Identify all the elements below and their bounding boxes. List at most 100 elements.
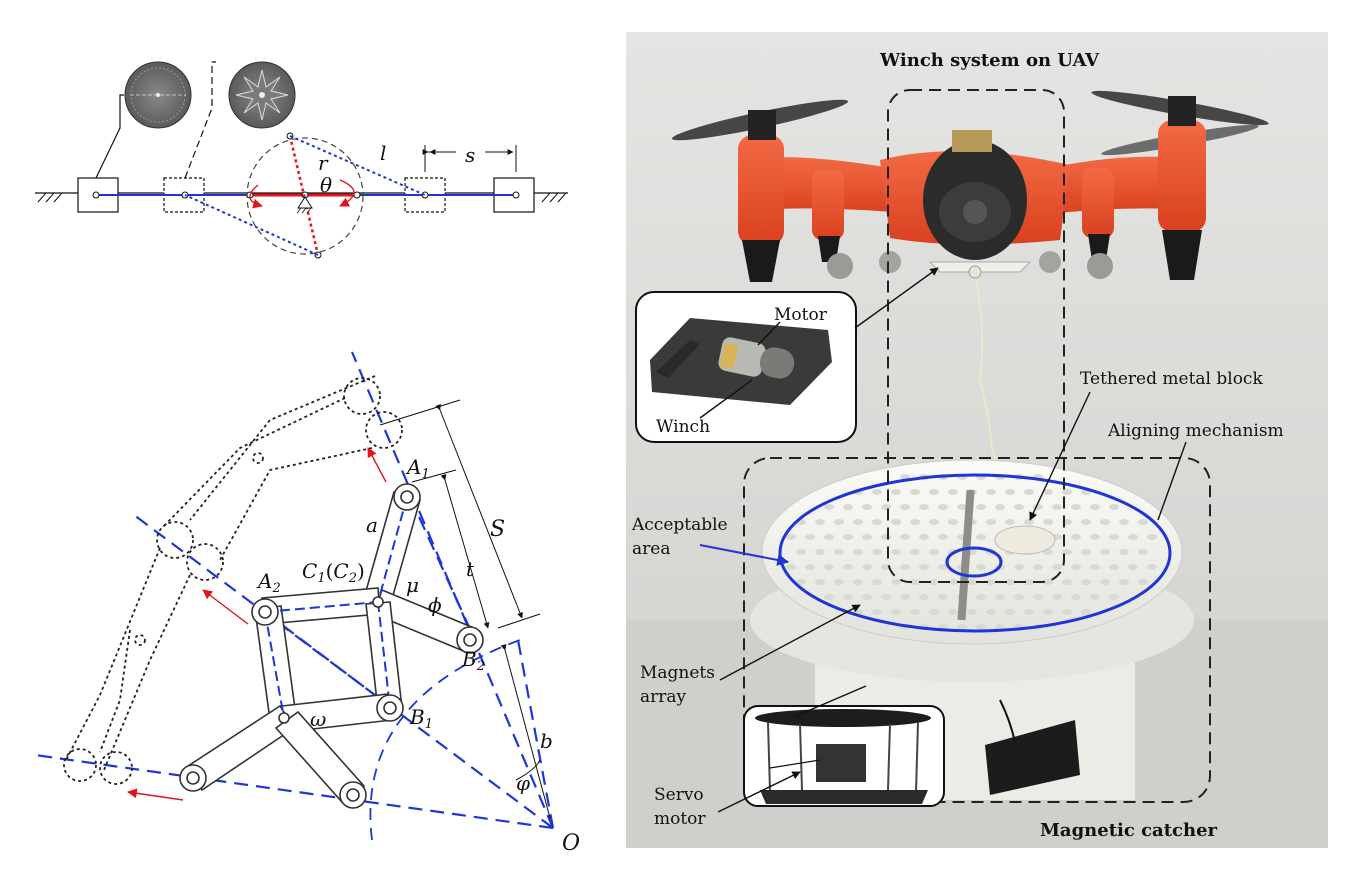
magnet-dot — [1071, 534, 1081, 540]
magnet-dot — [948, 489, 958, 495]
magnet-dot — [881, 534, 891, 540]
magnet-dot — [1052, 564, 1062, 570]
magnet-dot — [824, 504, 834, 510]
magnet-dot — [843, 504, 853, 510]
magnet-dot — [995, 504, 1005, 510]
magnet-dot — [872, 549, 882, 555]
magnet-dot — [1081, 519, 1091, 525]
magnet-dot — [976, 534, 986, 540]
magnet-dot — [862, 564, 872, 570]
magnet-dot — [843, 564, 853, 570]
label-s: s — [465, 143, 475, 167]
magnet-dot — [872, 609, 882, 615]
title-magnetic-catcher: Magnetic catcher — [1040, 820, 1218, 841]
magnet-dot — [872, 519, 882, 525]
magnet-dot — [995, 594, 1005, 600]
magnet-dot — [891, 579, 901, 585]
magnet-dot — [853, 579, 863, 585]
magnet-dot — [938, 504, 948, 510]
magnet-dot — [1147, 534, 1157, 540]
magnet-dot — [1024, 579, 1034, 585]
label-tethered-block: Tethered metal block — [1080, 369, 1263, 389]
magnet-dot — [853, 519, 863, 525]
label-acceptable-area-1: Acceptable — [631, 515, 728, 535]
magnet-dot — [1109, 534, 1119, 540]
magnet-dot — [891, 489, 901, 495]
magnet-dot — [919, 504, 929, 510]
label-acceptable-area-2: area — [632, 539, 670, 559]
magnet-dot — [929, 549, 939, 555]
magnet-dot — [929, 489, 939, 495]
magnet-dot — [919, 594, 929, 600]
magnet-dot — [1052, 594, 1062, 600]
crank-circle — [246, 137, 364, 255]
magnet-dot — [1090, 564, 1100, 570]
magnet-dot — [1024, 609, 1034, 615]
magnet-dot — [1043, 489, 1053, 495]
magnet-dot — [1062, 549, 1072, 555]
top-slider-mechanism: r l θ s — [35, 61, 568, 259]
magnet-dot — [1128, 534, 1138, 540]
magnet-dot — [1024, 489, 1034, 495]
label-varphi: φ — [516, 771, 530, 795]
magnet-dot — [976, 594, 986, 600]
magnet-dot — [1005, 519, 1015, 525]
magnet-dot — [843, 594, 853, 600]
label-C: C1(C2) — [302, 559, 365, 586]
magnetic-catcher-box — [743, 457, 1211, 803]
aligning-linkage-diagram: A1 A2 C1(C2) B2 B1 a μ ϕ S t ω φ b O — [34, 351, 580, 856]
magnet-dot — [1005, 609, 1015, 615]
magnet-dot — [1062, 609, 1072, 615]
magnet-dot — [824, 594, 834, 600]
winch-system-box — [887, 89, 1065, 583]
label-a: a — [366, 513, 378, 537]
magnet-dot — [1138, 519, 1148, 525]
magnet-dot — [938, 594, 948, 600]
label-phi-upper: ϕ — [428, 593, 442, 617]
magnet-dot — [986, 519, 996, 525]
magnet-dot — [891, 519, 901, 525]
magnet-dot — [910, 549, 920, 555]
magnet-dot — [1090, 594, 1100, 600]
magnet-dot — [872, 489, 882, 495]
label-B2: B2 — [461, 647, 485, 674]
magnet-dot — [805, 564, 815, 570]
uav-drone — [671, 90, 1269, 501]
ground-hatch-icon — [37, 192, 567, 203]
magnet-dot — [891, 549, 901, 555]
magnet-dot — [938, 564, 948, 570]
magnet-dot — [976, 564, 986, 570]
magnet-dot — [1147, 564, 1157, 570]
magnet-dot — [1109, 594, 1119, 600]
magnet-dot — [796, 579, 806, 585]
magnet-dot — [900, 594, 910, 600]
magnet-dot — [910, 489, 920, 495]
magnet-dot — [1033, 594, 1043, 600]
magnet-dot — [1014, 594, 1024, 600]
photo-panel: Motor Winch Winch system on — [626, 32, 1328, 848]
label-l: l — [380, 141, 386, 165]
magnet-dot — [976, 504, 986, 510]
magnet-dot — [824, 564, 834, 570]
magnet-dot — [995, 624, 1005, 630]
label-aligning-mechanism: Aligning mechanism — [1107, 421, 1284, 441]
magnet-dot — [1043, 579, 1053, 585]
magnet-dot — [1109, 564, 1119, 570]
magnet-dot — [900, 504, 910, 510]
magnet-dot — [815, 519, 825, 525]
magnet-dot — [910, 609, 920, 615]
magnet-dot — [1119, 549, 1129, 555]
magnet-dot — [948, 519, 958, 525]
magnet-dot — [891, 609, 901, 615]
label-A1: A1 — [405, 455, 430, 482]
magnet-dot — [967, 609, 977, 615]
magnet-dot — [1071, 594, 1081, 600]
label-omega: ω — [310, 707, 326, 731]
magnet-dot — [1128, 564, 1138, 570]
title-winch-system: Winch system on UAV — [879, 50, 1100, 71]
magnet-dot — [815, 579, 825, 585]
gear-disc-icon — [124, 61, 192, 129]
label-magnets-array-1: Magnets — [640, 663, 715, 683]
magnet-dot — [1090, 504, 1100, 510]
